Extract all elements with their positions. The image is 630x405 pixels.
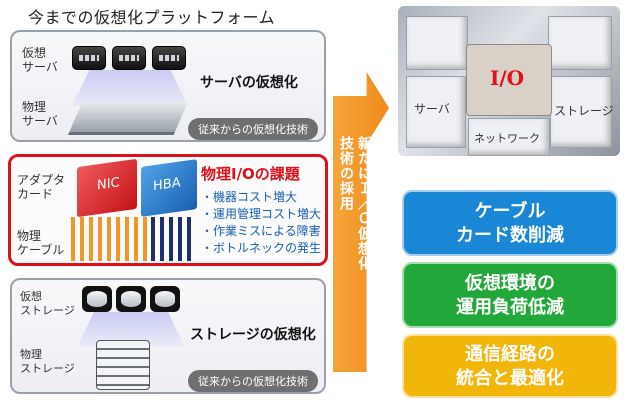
benefit-path-integration: 通信経路の 統合と最適化	[402, 334, 618, 398]
virtual-server-icon	[72, 46, 106, 70]
benefit-line: 仮想環境の	[465, 273, 555, 294]
arrow-text-line1: 新たにＩ／Ｏ仮想化	[356, 136, 372, 271]
physical-server-icon	[68, 102, 188, 135]
benefit-line: カード数削減	[456, 225, 564, 246]
puzzle-piece	[550, 76, 612, 148]
benefit-operation-load-reduction: 仮想環境の 運用負荷低減	[402, 262, 618, 328]
benefit-line: 運用負荷低減	[456, 297, 564, 318]
io-center-label: I/O	[490, 66, 525, 90]
benefit-line: 通信経路の	[465, 344, 555, 365]
nic-label: NIC	[97, 175, 120, 194]
issue-item: ・運用管理コスト増大	[201, 207, 322, 221]
benefit-cable-card-reduction: ケーブル カード数削減	[402, 190, 618, 256]
storage-piece-label: ストレージ	[554, 104, 614, 118]
physical-io-heading: 物理I/Oの課題	[201, 165, 300, 183]
virtual-storage-icon	[82, 286, 112, 312]
benefit-line: 統合と最適化	[456, 368, 564, 389]
arrow-text-line2: 技術の採用	[338, 136, 354, 211]
physical-cables-icon	[71, 217, 147, 261]
physical-cables-icon	[151, 217, 195, 261]
io-center-piece	[466, 44, 552, 116]
virtual-server-icon	[112, 46, 146, 70]
server-virtualization-panel: 仮想 サーバ サーバの仮想化 物理 サーバ 従来からの仮想化技術	[10, 30, 326, 142]
traditional-tech-pill: 従来からの仮想化技術	[188, 370, 318, 392]
network-piece-label: ネットワーク	[474, 132, 540, 145]
hba-card-icon: HBA	[141, 159, 197, 217]
page-title: 今までの仮想化プラットフォーム	[28, 8, 276, 27]
virtual-storage-icon	[116, 286, 146, 312]
hba-label: HBA	[153, 175, 181, 195]
virtual-storage-label: 仮想 ストレージ	[20, 290, 75, 317]
benefit-line: ケーブル	[474, 201, 546, 222]
physical-cable-label: 物理 ケーブル	[17, 229, 65, 257]
virtual-server-label: 仮想 サーバ	[22, 46, 58, 74]
issue-item: ・ボトルネックの発生	[201, 241, 322, 255]
puzzle-piece	[406, 76, 466, 148]
physical-io-problem-panel: アダプタ カード NIC HBA 物理 ケーブル 物理I/Oの課題 ・機器コスト…	[8, 154, 328, 266]
virtualization-beam	[72, 70, 188, 106]
virtual-storage-icon	[150, 286, 180, 312]
issue-item: ・機器コスト増大	[201, 190, 298, 204]
server-virtualization-heading: サーバの仮想化	[200, 75, 298, 91]
puzzle-piece	[406, 16, 468, 70]
physical-storage-label: 物理 ストレージ	[20, 348, 75, 375]
server-piece-label: サーバ	[414, 102, 450, 116]
issue-item: ・作業ミスによる障害	[201, 224, 321, 238]
nic-card-icon: NIC	[77, 158, 137, 218]
traditional-tech-pill: 従来からの仮想化技術	[188, 118, 318, 140]
physical-server-label: 物理 サーバ	[22, 100, 58, 128]
storage-virtualization-panel: 仮想 ストレージ ストレージの仮想化 物理 ストレージ 従来からの仮想化技術	[10, 278, 326, 394]
storage-virtualization-heading: ストレージの仮想化	[190, 327, 316, 343]
issue-list: ・機器コスト増大 ・運用管理コスト増大 ・作業ミスによる障害 ・ボトルネックの発…	[201, 189, 321, 257]
physical-storage-icon	[96, 340, 150, 390]
adapter-card-label: アダプタ カード	[17, 173, 66, 201]
io-puzzle-image: I/O サーバ ストレージ ネットワーク	[398, 6, 620, 156]
puzzle-piece	[468, 118, 550, 156]
virtual-server-icon	[152, 46, 186, 70]
puzzle-piece	[548, 16, 612, 70]
